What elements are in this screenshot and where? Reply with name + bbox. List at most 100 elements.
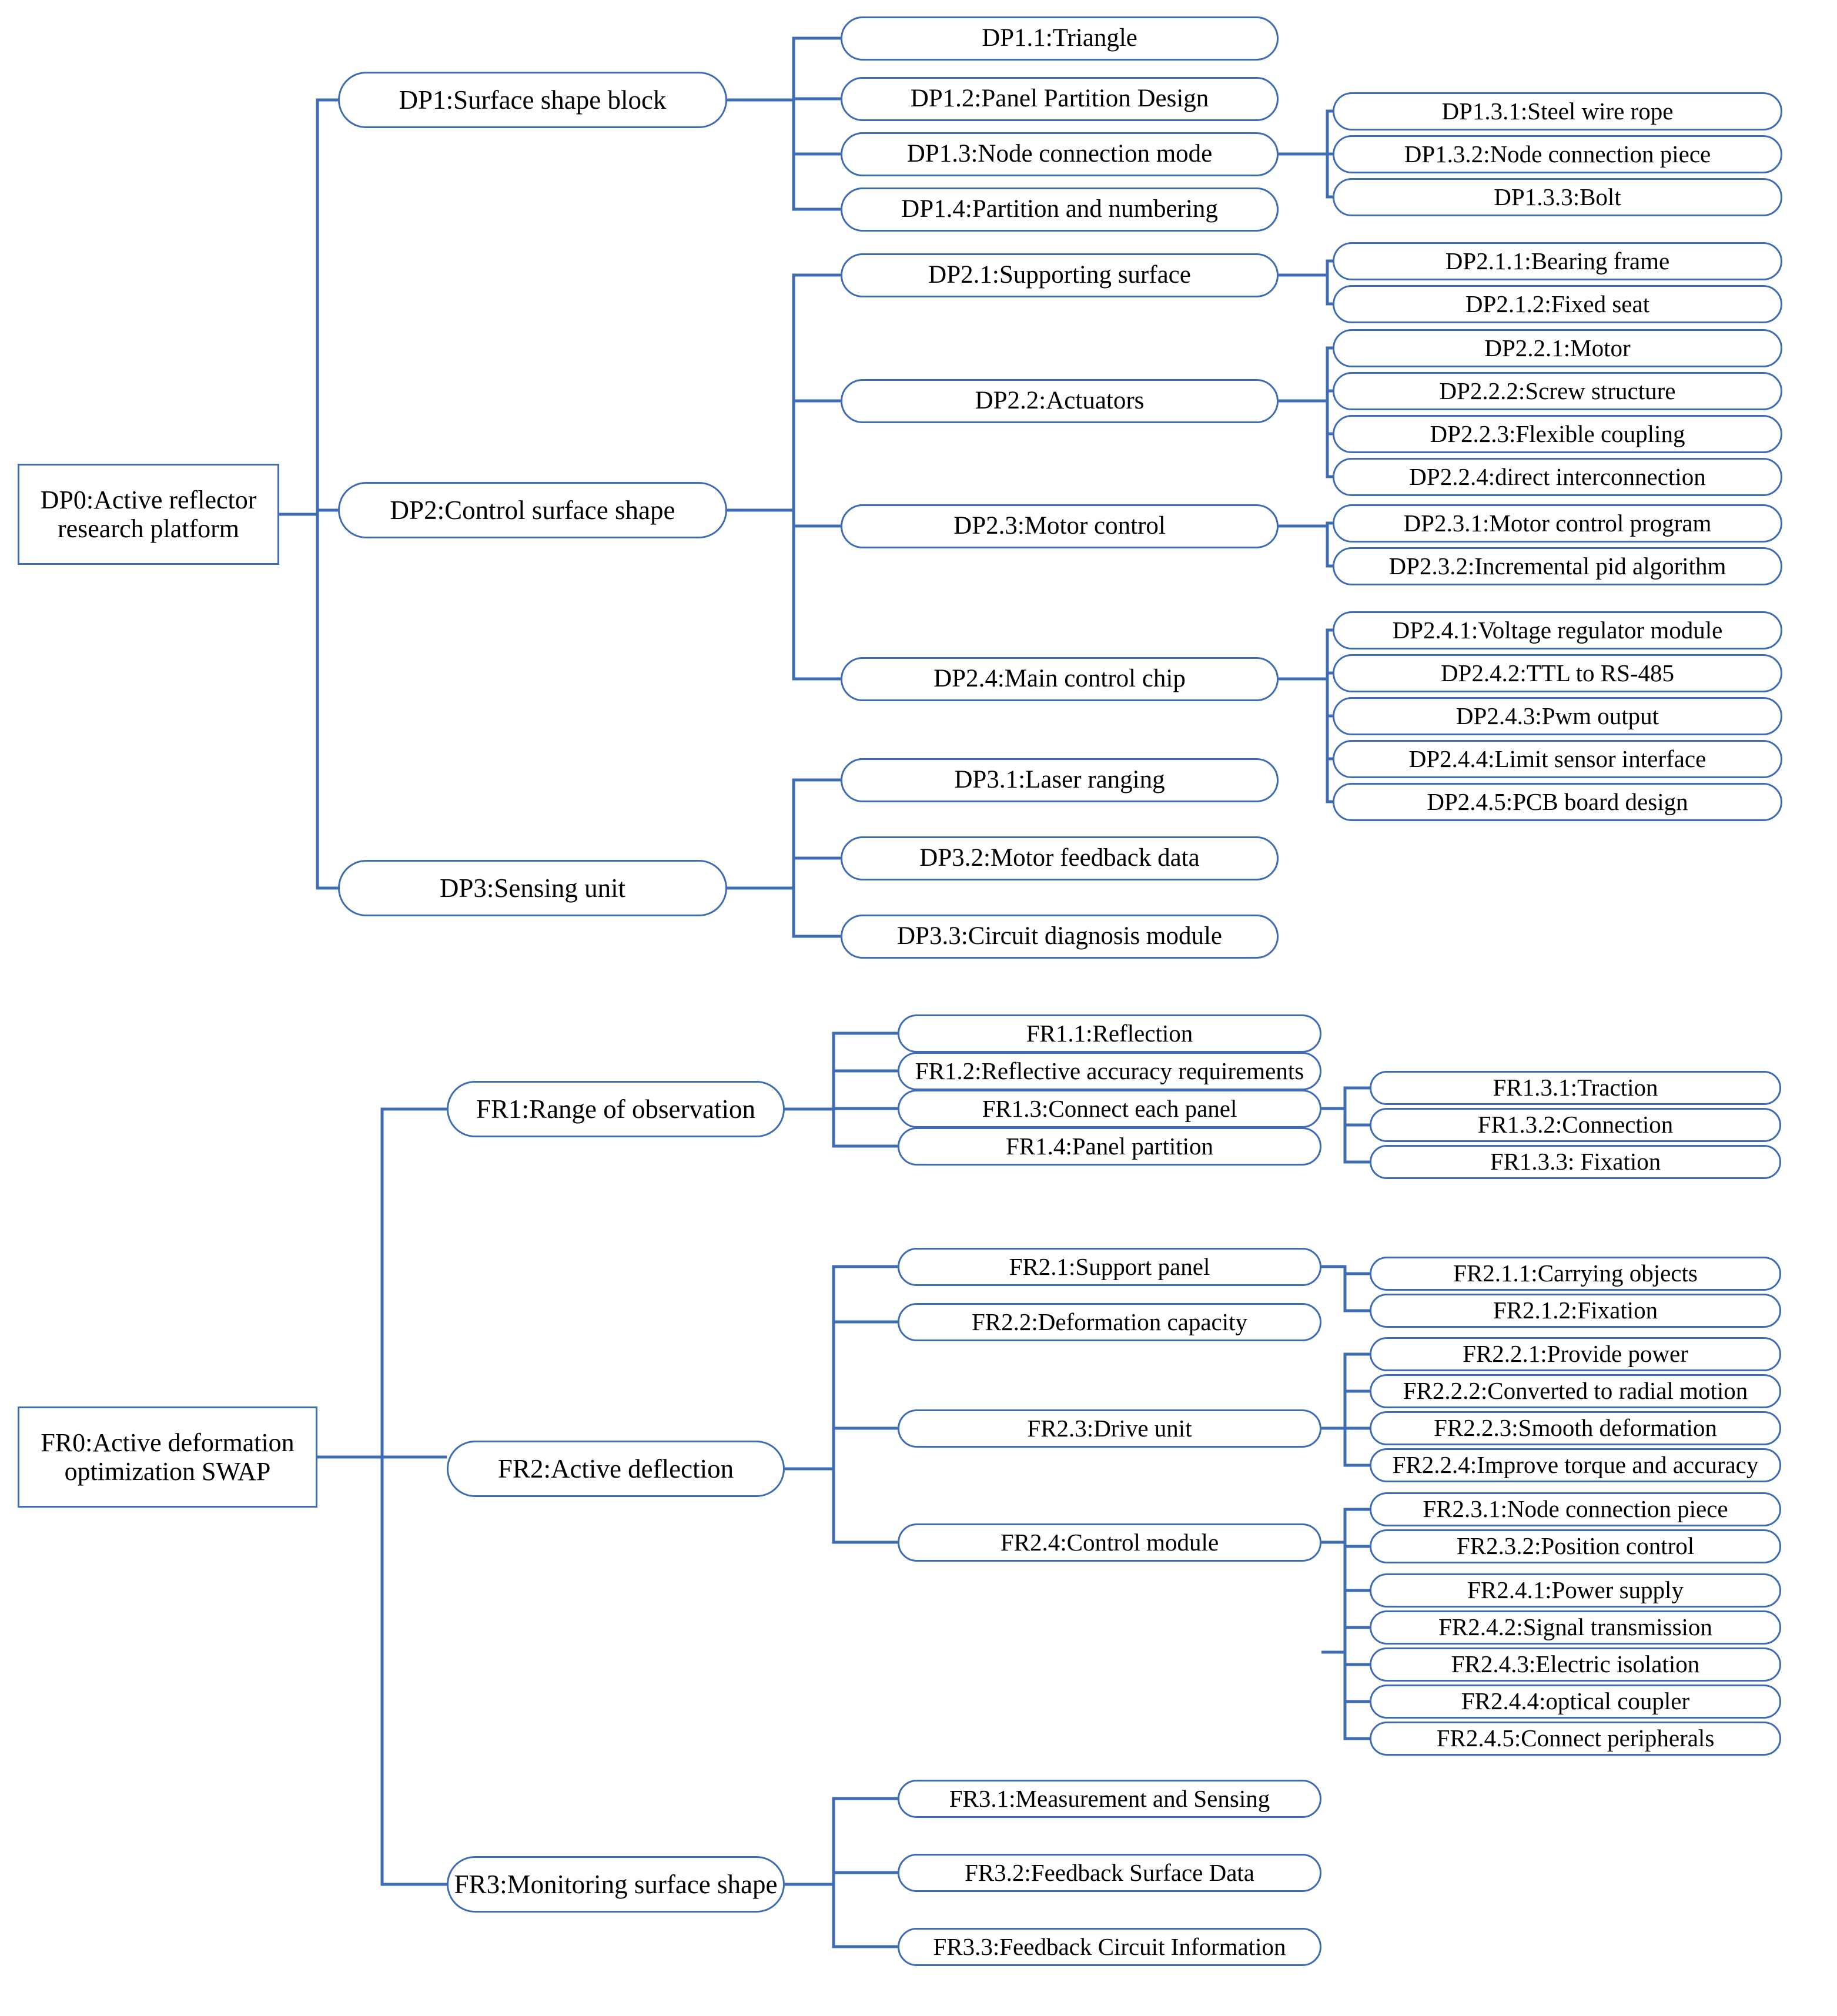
connector-line xyxy=(1343,1389,1370,1428)
node-dp2-2-1[interactable]: DP2.2.1:Motor xyxy=(1333,329,1782,367)
connector-line xyxy=(785,1797,898,1886)
node-fr2-1[interactable]: FR2.1:Support panel xyxy=(898,1248,1321,1286)
node-dp3-2[interactable]: DP3.2:Motor feedback data xyxy=(841,836,1279,880)
connector-line xyxy=(279,98,338,516)
connector-line xyxy=(1326,671,1333,679)
node-fr1[interactable]: FR1:Range of observation xyxy=(447,1081,785,1137)
connector-line xyxy=(727,273,841,512)
connector-line xyxy=(1343,1109,1370,1127)
connector-line xyxy=(1326,679,1333,761)
node-dp1-3[interactable]: DP1.3:Node connection mode xyxy=(841,132,1279,176)
connector-line xyxy=(1321,1508,1370,1544)
connector-line xyxy=(1343,1652,1370,1703)
node-dp2-4[interactable]: DP2.4:Main control chip xyxy=(841,657,1279,701)
node-fr2-2-2[interactable]: FR2.2.2:Converted to radial motion xyxy=(1370,1374,1781,1408)
node-dp1-4[interactable]: DP1.4:Partition and numbering xyxy=(841,187,1279,232)
node-dp2-3-1[interactable]: DP2.3.1:Motor control program xyxy=(1333,504,1782,542)
node-fr2[interactable]: FR2:Active deflection xyxy=(447,1441,785,1497)
connector-line xyxy=(1326,401,1333,478)
node-dp2-2[interactable]: DP2.2:Actuators xyxy=(841,379,1279,423)
node-fr2-2-4[interactable]: FR2.2.4:Improve torque and accuracy xyxy=(1370,1448,1781,1482)
connector-line xyxy=(1326,154,1333,199)
node-dp2-3[interactable]: DP2.3:Motor control xyxy=(841,504,1279,548)
node-fr1-4[interactable]: FR1.4:Panel partition xyxy=(898,1127,1321,1166)
connector-line xyxy=(792,100,841,211)
node-dp1-3-1[interactable]: DP1.3.1:Steel wire rope xyxy=(1333,92,1782,130)
node-dp1-1[interactable]: DP1.1:Triangle xyxy=(841,16,1279,61)
node-dp2-4-5[interactable]: DP2.4.5:PCB board design xyxy=(1333,783,1782,821)
node-fr2-4-1[interactable]: FR2.4.1:Power supply xyxy=(1370,1573,1781,1608)
node-fr2-1-1[interactable]: FR2.1.1:Carrying objects xyxy=(1370,1257,1781,1291)
connector-line xyxy=(279,513,338,890)
node-fr1-3-2[interactable]: FR1.3.2:Connection xyxy=(1370,1108,1781,1142)
connector-line xyxy=(1321,1086,1370,1110)
connector-line xyxy=(279,508,338,516)
node-fr1-3-3[interactable]: FR1.3.3: Fixation xyxy=(1370,1145,1781,1179)
node-fr2-3[interactable]: FR2.3:Drive unit xyxy=(898,1409,1321,1448)
node-dp2-1[interactable]: DP2.1:Supporting surface xyxy=(841,253,1279,297)
node-fr2-4-3[interactable]: FR2.4.3:Electric isolation xyxy=(1370,1647,1781,1682)
node-fr1-2[interactable]: FR1.2:Reflective accuracy requirements xyxy=(898,1052,1321,1090)
connector-line xyxy=(727,36,841,102)
connector-line xyxy=(1279,521,1333,528)
node-dp0[interactable]: DP0:Active reflector research platform xyxy=(18,464,279,565)
node-dp2-4-1[interactable]: DP2.4.1:Voltage regulator module xyxy=(1333,611,1782,649)
node-dp1-2[interactable]: DP1.2:Panel Partition Design xyxy=(841,77,1279,121)
connector-line xyxy=(1326,389,1333,401)
node-fr1-3-1[interactable]: FR1.3.1:Traction xyxy=(1370,1071,1781,1105)
node-dp2-4-3[interactable]: DP2.4.3:Pwm output xyxy=(1333,697,1782,735)
node-fr1-3[interactable]: FR1.3:Connect each panel xyxy=(898,1090,1321,1128)
node-dp2-4-2[interactable]: DP2.4.2:TTL to RS-485 xyxy=(1333,654,1782,692)
connector-line xyxy=(792,510,841,528)
node-dp2-1-1[interactable]: DP2.1.1:Bearing frame xyxy=(1333,242,1782,280)
node-fr2-4-4[interactable]: FR2.4.4:optical coupler xyxy=(1370,1685,1781,1719)
connector-line xyxy=(1343,1542,1370,1548)
connector-line xyxy=(832,1469,898,1544)
connector-line xyxy=(727,778,841,890)
node-dp2-1-2[interactable]: DP2.1.2:Fixed seat xyxy=(1333,285,1782,323)
node-dp2-4-4[interactable]: DP2.4.4:Limit sensor interface xyxy=(1333,740,1782,778)
node-fr2-4[interactable]: FR2.4:Control module xyxy=(898,1523,1321,1562)
connector-line xyxy=(1343,1109,1370,1164)
connector-line xyxy=(1279,346,1333,403)
node-dp2-3-2[interactable]: DP2.3.2:Incremental pid algorithm xyxy=(1333,547,1782,585)
node-dp3[interactable]: DP3:Sensing unit xyxy=(338,860,727,916)
connector-line xyxy=(792,856,841,888)
node-dp1[interactable]: DP1:Surface shape block xyxy=(338,72,727,128)
node-fr0[interactable]: FR0:Active deformation optimization SWAP xyxy=(18,1406,317,1508)
node-dp2[interactable]: DP2:Control surface shape xyxy=(338,482,727,538)
node-fr2-3-2[interactable]: FR2.3.2:Position control xyxy=(1370,1529,1781,1563)
node-dp2-2-4[interactable]: DP2.2.4:direct interconnection xyxy=(1333,458,1782,496)
connector-line xyxy=(1279,109,1333,156)
node-fr2-1-2[interactable]: FR2.1.2:Fixation xyxy=(1370,1294,1781,1328)
connector-line xyxy=(792,399,841,510)
node-fr2-4-5[interactable]: FR2.4.5:Connect peripherals xyxy=(1370,1722,1781,1756)
node-fr2-2-1[interactable]: FR2.2.1:Provide power xyxy=(1370,1337,1781,1371)
connector-line xyxy=(785,1265,898,1471)
connector-line xyxy=(1326,275,1333,306)
node-dp1-3-2[interactable]: DP1.3.2:Node connection piece xyxy=(1333,135,1782,173)
connector-line xyxy=(1326,526,1333,568)
connector-line xyxy=(832,1426,898,1469)
node-fr2-2[interactable]: FR2.2:Deformation capacity xyxy=(898,1303,1321,1341)
node-fr3[interactable]: FR3:Monitoring surface shape xyxy=(447,1856,785,1913)
connector-line xyxy=(1321,1265,1370,1275)
node-fr3-3[interactable]: FR3.3:Feedback Circuit Information xyxy=(898,1928,1321,1966)
connector-line xyxy=(1343,1652,1370,1740)
node-dp2-2-3[interactable]: DP2.2.3:Flexible coupling xyxy=(1333,415,1782,453)
node-fr3-2[interactable]: FR3.2:Feedback Surface Data xyxy=(898,1854,1321,1892)
connector-line xyxy=(832,1884,898,1948)
node-fr1-1[interactable]: FR1.1:Reflection xyxy=(898,1014,1321,1053)
node-fr2-4-2[interactable]: FR2.4.2:Signal transmission xyxy=(1370,1610,1781,1645)
node-fr3-1[interactable]: FR3.1:Measurement and Sensing xyxy=(898,1780,1321,1818)
node-dp3-1[interactable]: DP3.1:Laser ranging xyxy=(841,758,1279,802)
connector-line xyxy=(1279,259,1333,277)
node-dp1-3-3[interactable]: DP1.3.3:Bolt xyxy=(1333,178,1782,216)
node-dp3-3[interactable]: DP3.3:Circuit diagnosis module xyxy=(841,915,1279,959)
node-fr2-2-3[interactable]: FR2.2.3:Smooth deformation xyxy=(1370,1411,1781,1445)
connector-line xyxy=(380,1457,447,1886)
node-fr2-3-1[interactable]: FR2.3.1:Node connection piece xyxy=(1370,1492,1781,1526)
connector-line xyxy=(832,1109,898,1148)
connector-line xyxy=(785,1032,898,1111)
node-dp2-2-2[interactable]: DP2.2.2:Screw structure xyxy=(1333,372,1782,410)
